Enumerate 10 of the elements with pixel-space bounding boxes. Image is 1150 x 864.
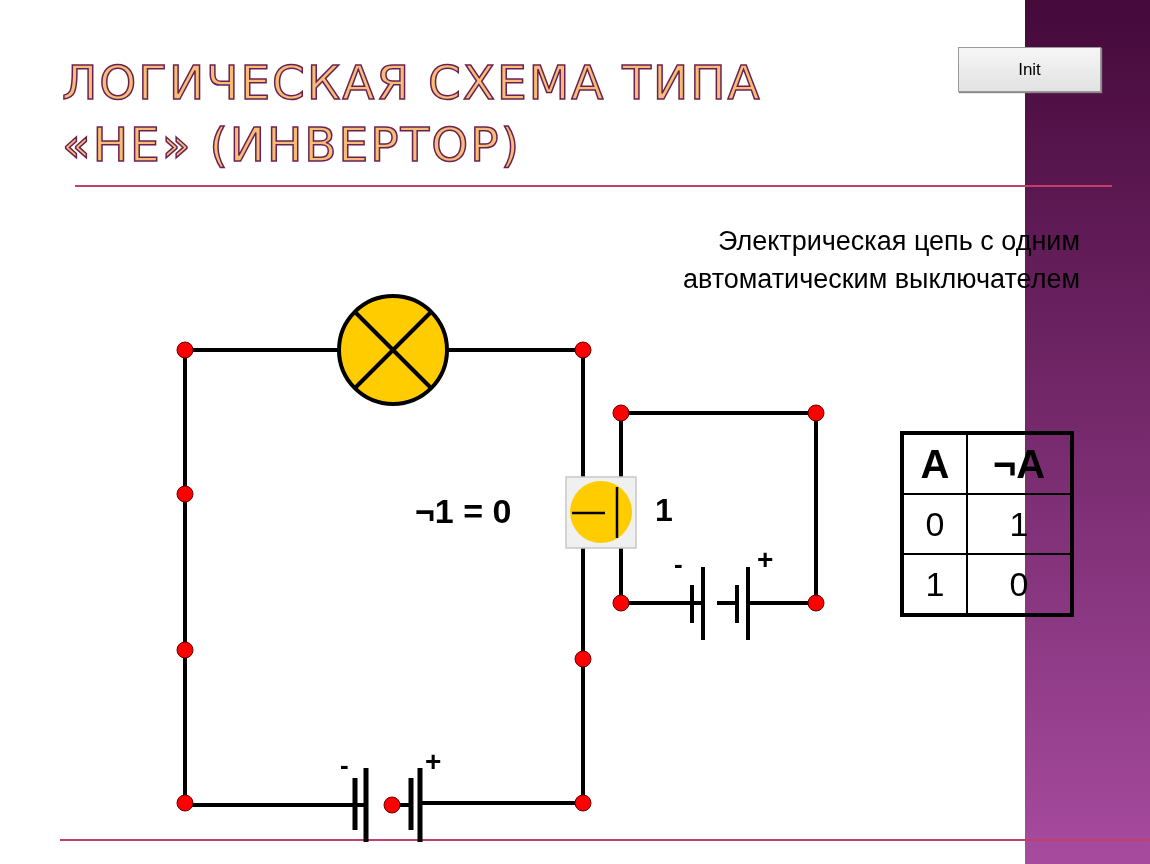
table-cell: 0 — [902, 494, 967, 554]
table-header-cell: A — [902, 433, 967, 494]
init-button: Init — [958, 47, 1101, 92]
logic-expression: ¬1 = 0 — [415, 494, 512, 528]
slide-title: ЛОГИЧЕСКАЯ СХЕМА ТИПА «НЕ» (ИНВЕРТОР) — [62, 54, 762, 174]
polarity-sign: - — [340, 752, 349, 778]
polarity-sign: - — [674, 551, 683, 577]
polarity-sign: + — [425, 748, 442, 776]
polarity-sign: + — [757, 546, 774, 574]
switch-state: 1 — [655, 494, 673, 526]
